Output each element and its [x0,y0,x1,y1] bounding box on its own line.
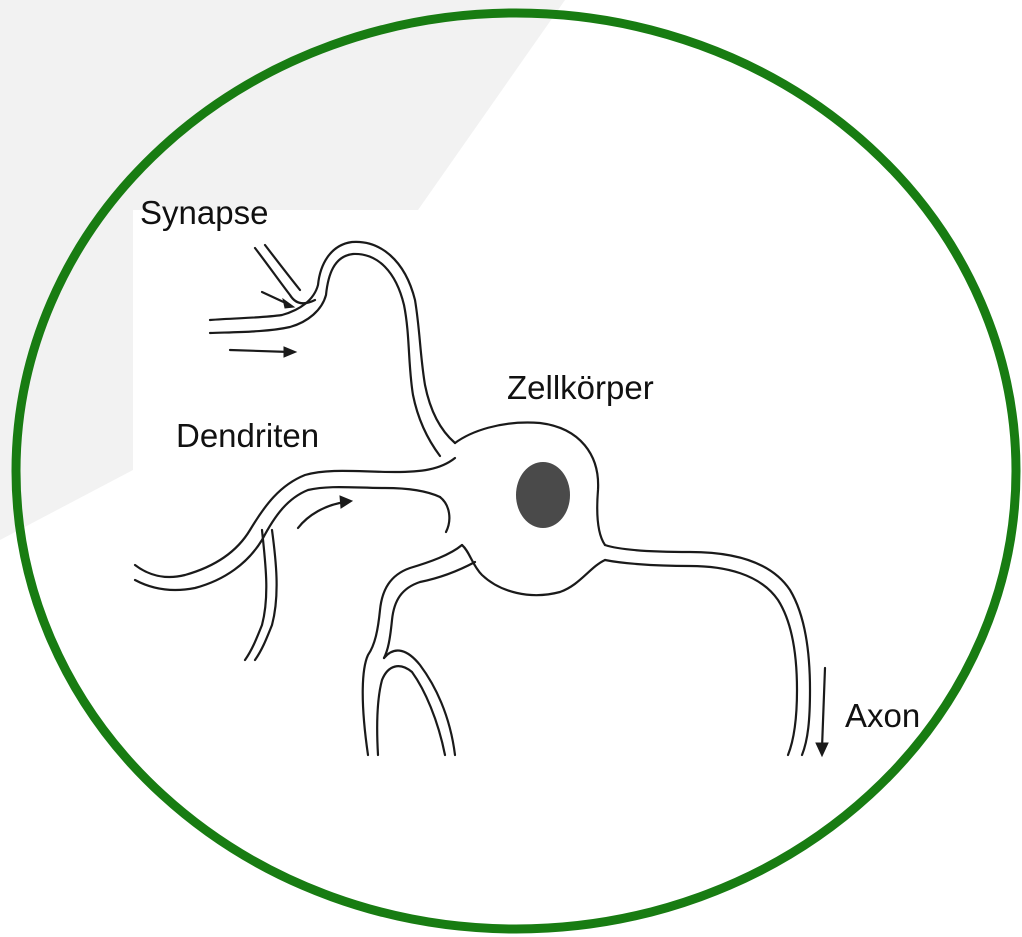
label-dendrites: Dendriten [176,419,319,452]
label-axon: Axon [845,699,920,732]
dendrite-left-inner [135,487,440,590]
soma-outline-left [440,497,449,532]
arrow-dendrite-curve [298,502,345,528]
axon-inner [605,560,797,755]
dendrite-lower-branch-inner [377,666,445,755]
dendrite-left-outer [135,458,455,577]
label-synapse: Synapse [140,196,268,229]
frame-ring [16,13,1016,929]
dendrite-lower-inner [384,562,475,658]
synapse-terminal [255,248,315,303]
axon-outer [605,545,810,755]
label-cell-body: Zellkörper [507,371,654,404]
soma-outline-bottom [462,545,605,595]
arrowhead-synapse-upper [283,299,294,308]
arrow-axon [822,668,825,748]
arrow-synapse-lower [230,350,290,352]
arrowhead-dendrite-curve [340,496,352,508]
arrowhead-axon [816,743,828,756]
nucleus [516,462,570,528]
arrowhead-synapse-lower [284,347,296,357]
